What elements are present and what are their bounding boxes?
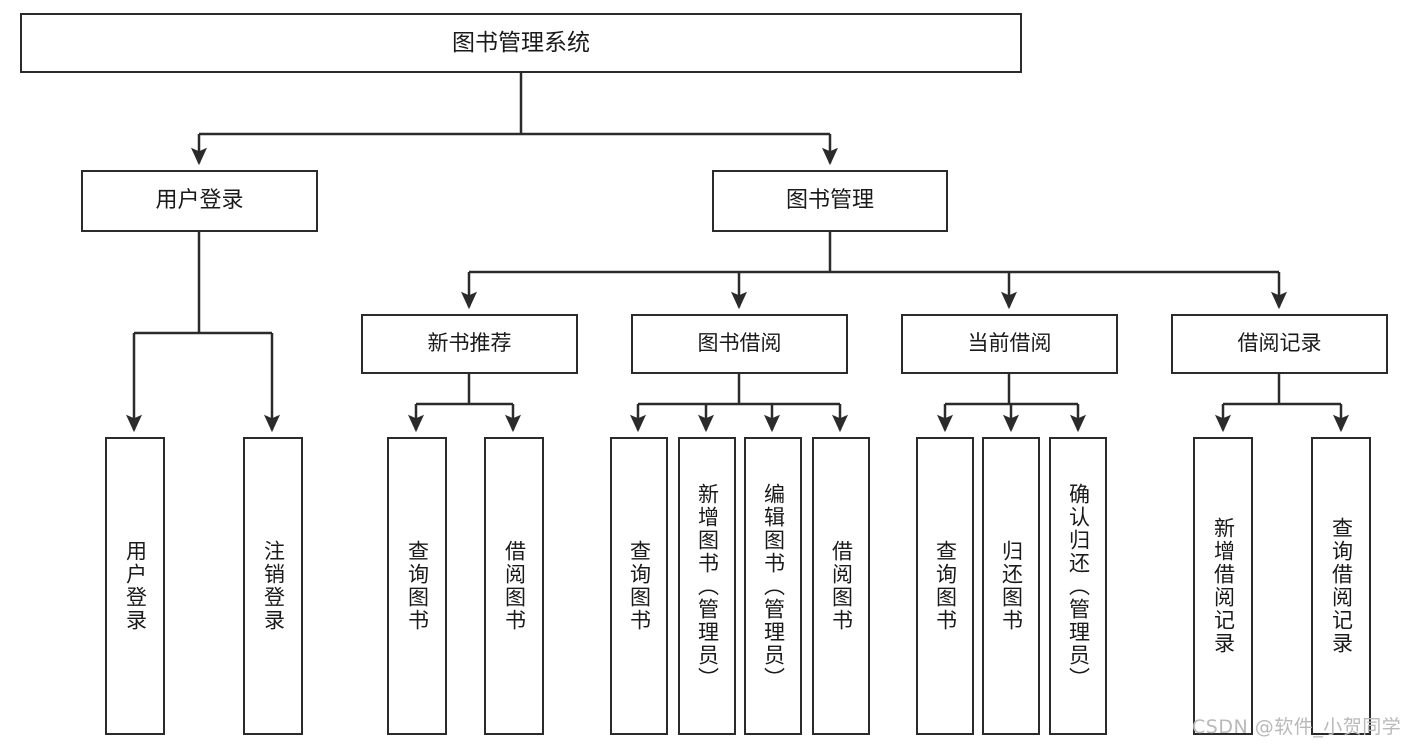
node-leaf-query-borrow-record-label: 查询借阅记录: [1329, 517, 1354, 655]
node-leaf-add-borrow-record-label: 新增借阅记录: [1211, 517, 1236, 655]
node-leaf-borrow-query-book-label: 查询图书: [627, 540, 652, 632]
node-leaf-confirm-return-admin[interactable]: 确认归还（管理员）: [1049, 437, 1107, 735]
node-leaf-add-book-admin-label: 新增图书（管理员）: [695, 482, 720, 690]
node-book-manage[interactable]: 图书管理: [712, 170, 948, 232]
node-book-manage-label: 图书管理: [785, 187, 874, 213]
node-current-borrow[interactable]: 当前借阅: [901, 314, 1118, 374]
node-leaf-current-query-book[interactable]: 查询图书: [916, 437, 974, 735]
node-leaf-return-book[interactable]: 归还图书: [982, 437, 1040, 735]
node-leaf-borrow-book[interactable]: 借阅图书: [812, 437, 870, 735]
node-book-borrow[interactable]: 图书借阅: [631, 314, 848, 374]
node-new-book-recommend[interactable]: 新书推荐: [361, 314, 578, 374]
node-leaf-recommend-query-book[interactable]: 查询图书: [387, 437, 447, 735]
node-current-borrow-label: 当前借阅: [967, 331, 1052, 356]
node-leaf-recommend-query-book-label: 查询图书: [405, 540, 430, 632]
node-user-login-label: 用户登录: [155, 187, 244, 213]
node-leaf-edit-book-admin-label: 编辑图书（管理员）: [761, 482, 786, 690]
node-leaf-add-book-admin[interactable]: 新增图书（管理员）: [678, 437, 736, 735]
node-leaf-confirm-return-admin-label: 确认归还（管理员）: [1066, 482, 1091, 690]
node-borrow-record-label: 借阅记录: [1237, 331, 1322, 356]
node-leaf-user-login-label: 用户登录: [123, 540, 148, 632]
node-leaf-edit-book-admin[interactable]: 编辑图书（管理员）: [744, 437, 802, 735]
node-leaf-user-login[interactable]: 用户登录: [105, 437, 165, 735]
node-leaf-query-borrow-record[interactable]: 查询借阅记录: [1311, 437, 1371, 735]
node-leaf-borrow-book-label: 借阅图书: [829, 540, 854, 632]
csdn-watermark: CSDN @软件_小贺同学: [1192, 716, 1402, 738]
node-new-book-recommend-label: 新书推荐: [427, 331, 512, 356]
node-leaf-borrow-query-book[interactable]: 查询图书: [610, 437, 668, 735]
node-leaf-return-book-label: 归还图书: [999, 540, 1024, 632]
node-leaf-recommend-borrow-book[interactable]: 借阅图书: [484, 437, 544, 735]
node-root[interactable]: 图书管理系统: [20, 13, 1022, 73]
node-borrow-record[interactable]: 借阅记录: [1171, 314, 1388, 374]
node-leaf-current-query-book-label: 查询图书: [933, 540, 958, 632]
node-leaf-logout[interactable]: 注销登录: [243, 437, 303, 735]
node-user-login[interactable]: 用户登录: [81, 170, 318, 232]
node-root-label: 图书管理系统: [452, 29, 590, 56]
node-leaf-recommend-borrow-book-label: 借阅图书: [502, 540, 527, 632]
node-leaf-add-borrow-record[interactable]: 新增借阅记录: [1193, 437, 1253, 735]
node-book-borrow-label: 图书借阅: [697, 331, 782, 356]
node-leaf-logout-label: 注销登录: [261, 540, 286, 632]
